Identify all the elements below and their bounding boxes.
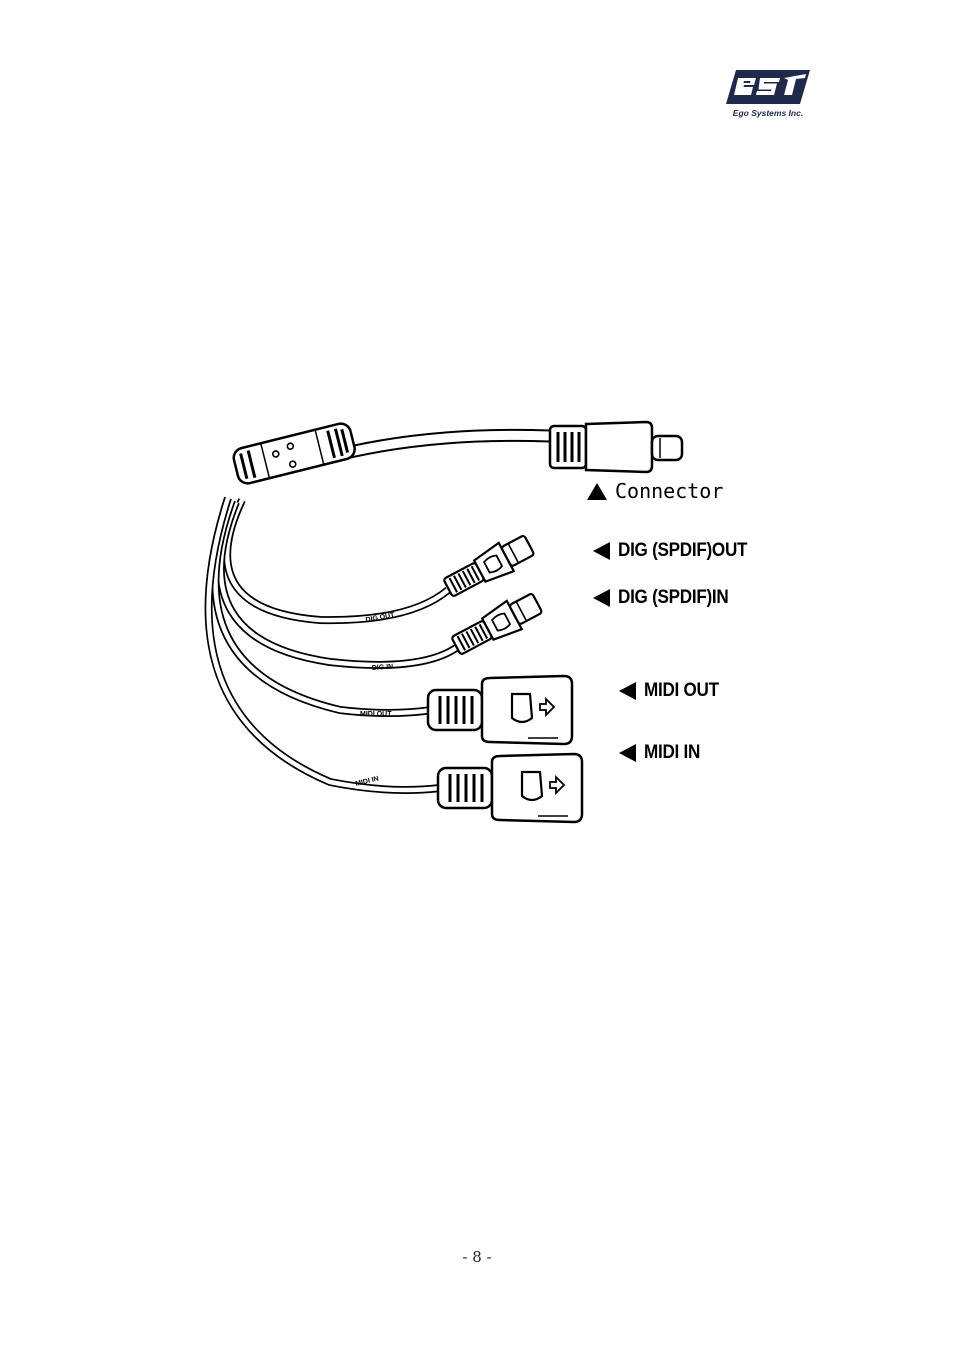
callout-dig-out: DIG (SPDIF)OUT: [593, 540, 762, 562]
page-number: - 8 -: [462, 1248, 492, 1266]
cable-label-midi-out: MIDI OUT: [360, 711, 392, 718]
callout-midi-out-label: MIDI OUT: [644, 680, 719, 701]
callout-dig-out-label: DIG (SPDIF)OUT: [618, 540, 748, 561]
left-arrow-icon: [593, 589, 610, 607]
cable-label-dig-out: DIG OUT: [365, 612, 396, 624]
callout-midi-in-label: MIDI IN: [644, 742, 701, 763]
left-arrow-icon: [593, 542, 610, 560]
callout-midi-in: MIDI IN: [619, 742, 706, 764]
cable-diagram: DIG OUT DIG IN MIDI OUT MIDI IN: [204, 420, 684, 824]
esi-logo: Ego Systems Inc.: [722, 68, 814, 124]
left-arrow-icon: [619, 744, 636, 762]
callout-connector-label: Connector: [615, 479, 724, 503]
callout-dig-in-label: DIG (SPDIF)IN: [618, 587, 729, 608]
logo-caption: Ego Systems Inc.: [732, 108, 804, 118]
callout-dig-in: DIG (SPDIF)IN: [593, 587, 741, 609]
up-arrow-icon: [587, 482, 607, 500]
esi-logo-icon: [726, 70, 810, 104]
cable-illustration: DIG OUT DIG IN MIDI OUT MIDI IN: [170, 410, 790, 830]
callout-connector: Connector: [587, 479, 723, 503]
cable-label-dig-in: DIG IN: [372, 664, 394, 672]
left-arrow-icon: [619, 682, 636, 700]
callout-midi-out: MIDI OUT: [619, 680, 727, 702]
